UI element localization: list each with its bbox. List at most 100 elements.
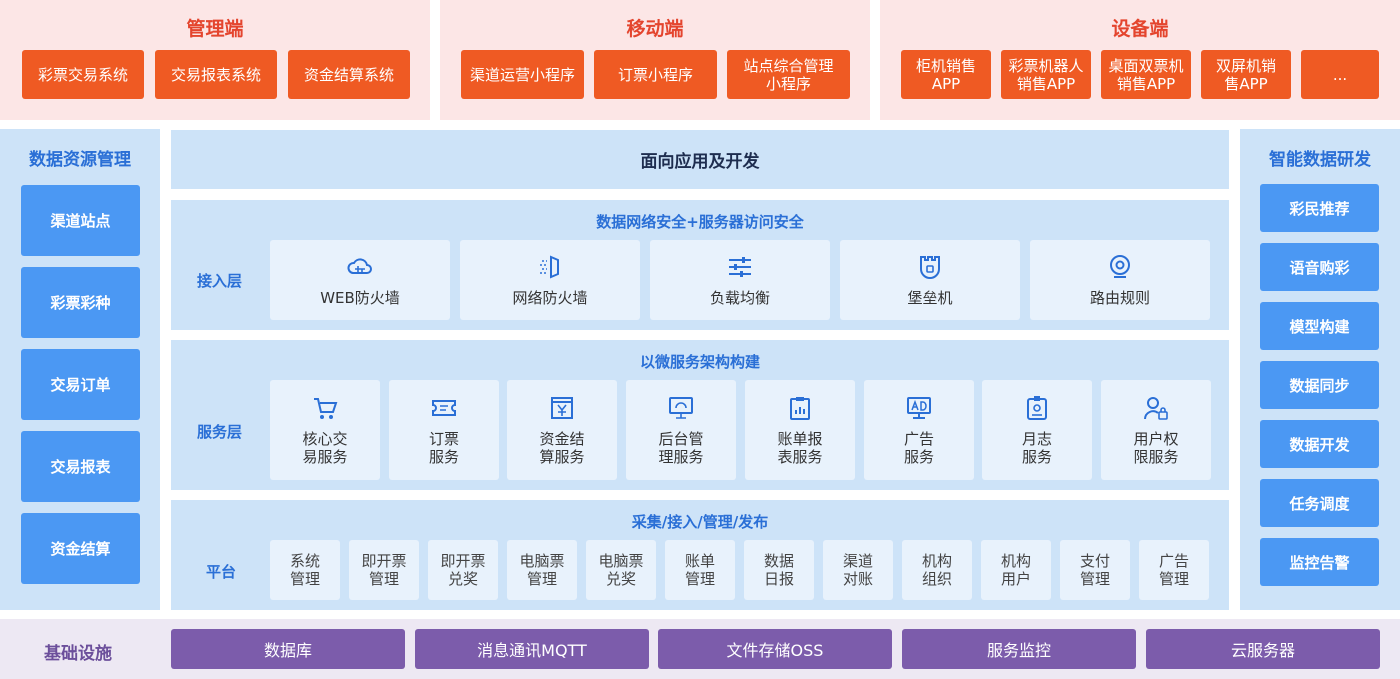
web-firewall-card[interactable]: WEB防火墙 <box>270 240 450 320</box>
smart-data-title: 智能数据研发 <box>1269 150 1371 170</box>
ticket-service-card[interactable]: 订票 服务 <box>389 380 499 480</box>
more-devices-button[interactable]: ... <box>1301 50 1379 99</box>
platform-computer-ticket-management[interactable]: 电脑票 管理 <box>507 540 577 600</box>
platform-ad-management[interactable]: 广告 管理 <box>1139 540 1209 600</box>
application-header-title: 面向应用及开发 <box>640 152 760 172</box>
billing-report-service-card[interactable]: 账单报 表服务 <box>745 380 855 480</box>
log-service-label: 月志 服务 <box>1021 430 1052 466</box>
voice-purchase-button[interactable]: 语音购彩 <box>1260 243 1379 291</box>
platform-instant-ticket-redeem[interactable]: 即开票 兑奖 <box>428 540 498 600</box>
cloud-server-button[interactable]: 云服务器 <box>1146 629 1380 669</box>
cart-icon <box>314 398 338 419</box>
platform-channel-reconciliation[interactable]: 渠道 对账 <box>823 540 893 600</box>
database-button[interactable]: 数据库 <box>171 629 405 669</box>
fortress-icon <box>920 256 940 279</box>
model-build-button[interactable]: 模型构建 <box>1260 302 1379 350</box>
lottery-type-button[interactable]: 彩票彩种 <box>21 267 140 338</box>
platform-bill-management[interactable]: 账单 管理 <box>665 540 735 600</box>
ticket-order-miniprogram-button[interactable]: 订票小程序 <box>594 50 717 99</box>
fund-settlement-service-label: 资金结 算服务 <box>539 430 585 466</box>
desktop-dual-ticket-app-button[interactable]: 桌面双票机 销售APP <box>1101 50 1191 99</box>
admin-management-service-label: 后台管 理服务 <box>658 430 704 466</box>
trade-order-button[interactable]: 交易订单 <box>21 349 140 420</box>
lottery-trading-system-button[interactable]: 彩票交易系统 <box>22 50 144 99</box>
log-service-card[interactable]: 月志 服务 <box>982 380 1092 480</box>
clipboard-icon <box>790 397 810 420</box>
sliders-icon <box>729 257 751 277</box>
mobile-terminal-panel: 移动端 渠道运营小程序 订票小程序 站点综合管理 小程序 <box>440 0 870 120</box>
dual-screen-app-button[interactable]: 双屏机销 售APP <box>1201 50 1291 99</box>
channel-ops-miniprogram-button[interactable]: 渠道运营小程序 <box>461 50 584 99</box>
mqtt-messaging-button[interactable]: 消息通讯MQTT <box>415 629 649 669</box>
fund-settlement-button[interactable]: 资金结算 <box>21 513 140 584</box>
monitor-alert-button[interactable]: 监控告警 <box>1260 538 1379 586</box>
routing-rule-card[interactable]: 路由规则 <box>1030 240 1210 320</box>
fund-settlement-system-button[interactable]: 资金结算系统 <box>288 50 410 99</box>
ad-service-card[interactable]: 广告 服务 <box>864 380 974 480</box>
infrastructure-band: 基础设施 数据库 消息通讯MQTT 文件存储OSS 服务监控 云服务器 <box>0 619 1400 679</box>
mobile-terminal-title: 移动端 <box>626 18 684 40</box>
ticket-icon <box>432 400 456 416</box>
user-permission-service-label: 用户权 限服务 <box>1133 430 1179 466</box>
platform-org-users[interactable]: 机构 用户 <box>981 540 1051 600</box>
platform-layer-label: 平台 <box>206 563 237 581</box>
ticket-service-label: 订票 服务 <box>428 430 459 466</box>
device-terminal-panel: 设备端 柜机销售 APP 彩票机器人 销售APP 桌面双票机 销售APP 双屏机… <box>880 0 1400 120</box>
ad-icon <box>907 397 931 419</box>
cabinet-sales-app-button[interactable]: 柜机销售 APP <box>901 50 991 99</box>
platform-instant-ticket-management[interactable]: 即开票 管理 <box>349 540 419 600</box>
platform-payment-management[interactable]: 支付 管理 <box>1060 540 1130 600</box>
fund-settlement-service-card[interactable]: 资金结 算服务 <box>507 380 617 480</box>
ad-service-label: 广告 服务 <box>903 430 934 466</box>
platform-layer-title: 采集/接入/管理/发布 <box>631 513 769 531</box>
load-balance-label: 负载均衡 <box>709 289 770 307</box>
oss-storage-button[interactable]: 文件存储OSS <box>658 629 892 669</box>
access-layer: 数据网络安全+服务器访问安全 接入层 WEB防火墙 网络防火墙 负载均衡 堡垒机 <box>171 200 1229 330</box>
platform-system-management[interactable]: 系统 管理 <box>270 540 340 600</box>
service-layer-title: 以微服务架构构建 <box>639 353 760 371</box>
monitor-icon <box>669 397 693 419</box>
admin-management-service-card[interactable]: 后台管 理服务 <box>626 380 736 480</box>
trade-report-button[interactable]: 交易报表 <box>21 431 140 502</box>
data-develop-button[interactable]: 数据开发 <box>1260 420 1379 468</box>
access-layer-label: 接入层 <box>197 272 243 290</box>
smart-data-panel: 智能数据研发 彩民推荐 语音购彩 模型构建 数据同步 数据开发 任务调度 监控告… <box>1240 129 1400 610</box>
channel-site-button[interactable]: 渠道站点 <box>21 185 140 256</box>
site-management-miniprogram-button[interactable]: 站点综合管理 小程序 <box>727 50 850 99</box>
data-resource-title: 数据资源管理 <box>29 150 131 170</box>
lottery-recommend-button[interactable]: 彩民推荐 <box>1260 184 1379 232</box>
trade-report-system-button[interactable]: 交易报表系统 <box>155 50 277 99</box>
task-schedule-button[interactable]: 任务调度 <box>1260 479 1379 527</box>
core-trading-service-card[interactable]: 核心交 易服务 <box>270 380 380 480</box>
service-monitor-button[interactable]: 服务监控 <box>902 629 1136 669</box>
bastion-host-card[interactable]: 堡垒机 <box>840 240 1020 320</box>
application-header-band: 面向应用及开发 <box>171 130 1229 189</box>
service-layer: 以微服务架构构建 服务层 核心交 易服务 订票 服务 资金结 算服务 后台管 理… <box>171 340 1229 490</box>
route-pin-icon <box>1110 255 1130 278</box>
robot-sales-app-button[interactable]: 彩票机器人 销售APP <box>1001 50 1091 99</box>
user-permission-service-card[interactable]: 用户权 限服务 <box>1101 380 1211 480</box>
platform-layer: 采集/接入/管理/发布 平台 系统 管理 即开票 管理 即开票 兑奖 电脑票 管… <box>171 500 1229 610</box>
platform-org-structure[interactable]: 机构 组织 <box>902 540 972 600</box>
network-firewall-card[interactable]: 网络防火墙 <box>460 240 640 320</box>
id-badge-icon <box>1027 396 1047 420</box>
admin-terminal-panel: 管理端 彩票交易系统 交易报表系统 资金结算系统 <box>0 0 430 120</box>
user-lock-icon <box>1144 397 1168 420</box>
network-firewall-label: 网络防火墙 <box>512 289 588 307</box>
platform-computer-ticket-redeem[interactable]: 电脑票 兑奖 <box>586 540 656 600</box>
admin-terminal-title: 管理端 <box>186 18 244 40</box>
access-layer-title: 数据网络安全+服务器访问安全 <box>596 213 804 231</box>
core-trading-service-label: 核心交 易服务 <box>302 430 348 466</box>
infrastructure-label: 基础设施 <box>44 644 112 664</box>
load-balance-card[interactable]: 负载均衡 <box>650 240 830 320</box>
service-layer-label: 服务层 <box>197 423 243 441</box>
billing-report-service-label: 账单报 表服务 <box>777 430 823 466</box>
yen-icon <box>551 397 573 419</box>
platform-data-daily-report[interactable]: 数据 日报 <box>744 540 814 600</box>
routing-rule-label: 路由规则 <box>1089 289 1150 307</box>
web-firewall-label: WEB防火墙 <box>320 289 400 307</box>
cloud-firewall-icon <box>347 258 372 274</box>
data-sync-button[interactable]: 数据同步 <box>1260 361 1379 409</box>
network-firewall-icon <box>540 255 559 279</box>
bastion-host-label: 堡垒机 <box>907 289 953 307</box>
